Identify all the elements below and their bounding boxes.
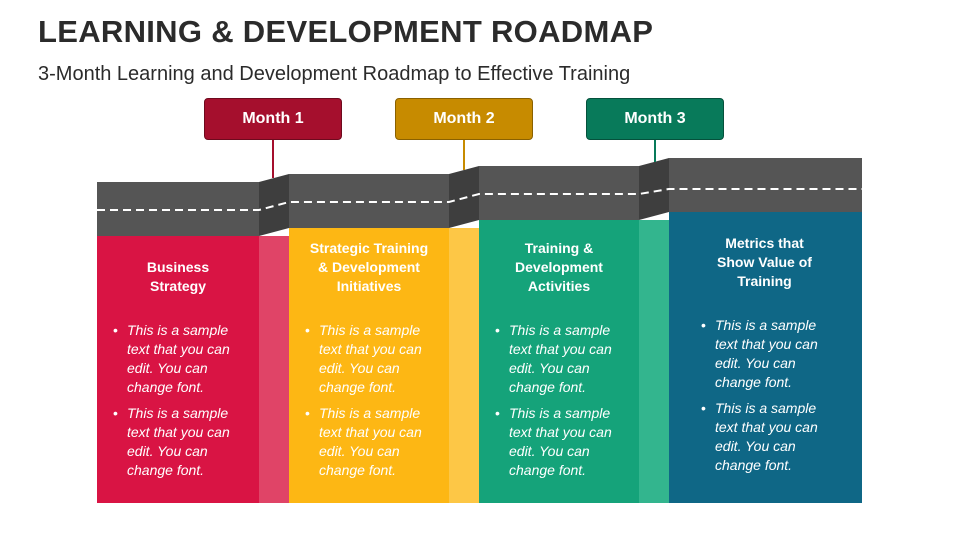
column-heading: Metrics that Show Value of Training bbox=[717, 235, 812, 289]
column-heading: Strategic Training & Development Initiat… bbox=[309, 240, 429, 294]
bullet-item: This is a sample text that you can edit.… bbox=[113, 321, 245, 397]
bullet-item: This is a sample text that you can edit.… bbox=[701, 399, 842, 475]
page-title: LEARNING & DEVELOPMENT ROADMAP bbox=[38, 14, 654, 49]
road-slope-1 bbox=[259, 174, 289, 236]
bullet-item: This is a sample text that you can edit.… bbox=[495, 404, 625, 480]
column-strategic-initiatives: Strategic Training & Development Initiat… bbox=[289, 239, 449, 487]
road-center-line bbox=[97, 188, 862, 211]
connector-panel-2 bbox=[449, 228, 479, 503]
bullet-list: This is a sample text that you can edit.… bbox=[699, 316, 842, 475]
column-business-strategy: Business Strategy This is a sample text … bbox=[97, 258, 259, 487]
bullet-item: This is a sample text that you can edit.… bbox=[305, 321, 435, 397]
bullet-item: This is a sample text that you can edit.… bbox=[701, 316, 842, 392]
month-2-label: Month 2 bbox=[395, 98, 533, 140]
bullet-list: This is a sample text that you can edit.… bbox=[111, 321, 245, 480]
bullet-item: This is a sample text that you can edit.… bbox=[495, 321, 625, 397]
column-heading: Business Strategy bbox=[146, 259, 210, 294]
connector-panel-3 bbox=[639, 220, 669, 503]
connector-panel-1 bbox=[259, 236, 289, 503]
bullet-list: This is a sample text that you can edit.… bbox=[303, 321, 435, 480]
column-heading: Training & Development Activities bbox=[515, 240, 603, 294]
month-1-label: Month 1 bbox=[204, 98, 342, 140]
bullet-item: This is a sample text that you can edit.… bbox=[113, 404, 245, 480]
road-segment-4 bbox=[669, 158, 862, 212]
column-development-activities: Training & Development Activities This i… bbox=[479, 239, 639, 487]
road-slope-3 bbox=[639, 158, 669, 220]
page-subtitle: 3-Month Learning and Development Roadmap… bbox=[38, 63, 631, 85]
bullet-list: This is a sample text that you can edit.… bbox=[493, 321, 625, 480]
bullet-item: This is a sample text that you can edit.… bbox=[305, 404, 435, 480]
month-3-label: Month 3 bbox=[586, 98, 724, 140]
column-metrics: Metrics that Show Value of Training This… bbox=[669, 234, 862, 482]
